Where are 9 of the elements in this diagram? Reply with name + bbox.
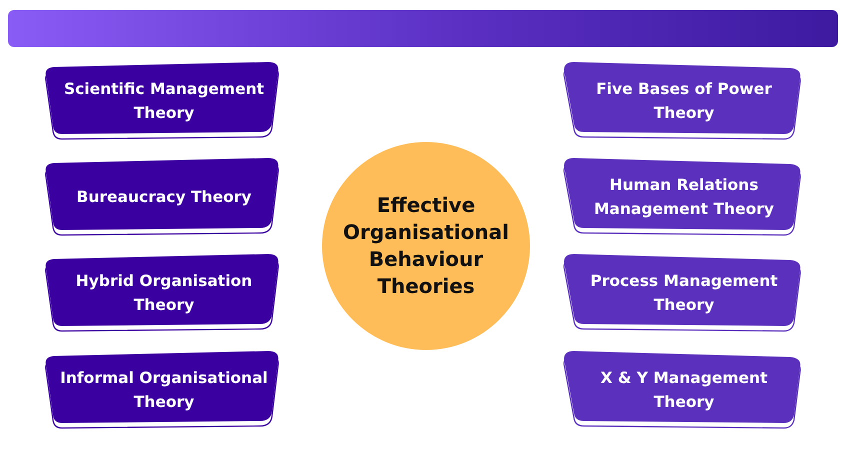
theory-label: Process Management Theory [589,271,779,316]
theory-label: Five Bases of Power Theory [595,79,773,124]
central-title: Effective Organisational Behaviour Theories [342,192,510,300]
theory-label: Hybrid Organisation Theory [74,271,254,316]
theory-label: Informal Organisational Theory [59,368,269,413]
theory-label: Scientific Management Theory [62,79,266,124]
theory-label: X & Y Management Theory [600,368,768,413]
theory-label: Human Relations Management Theory [592,175,775,220]
theory-label: Bureaucracy Theory [76,187,252,208]
